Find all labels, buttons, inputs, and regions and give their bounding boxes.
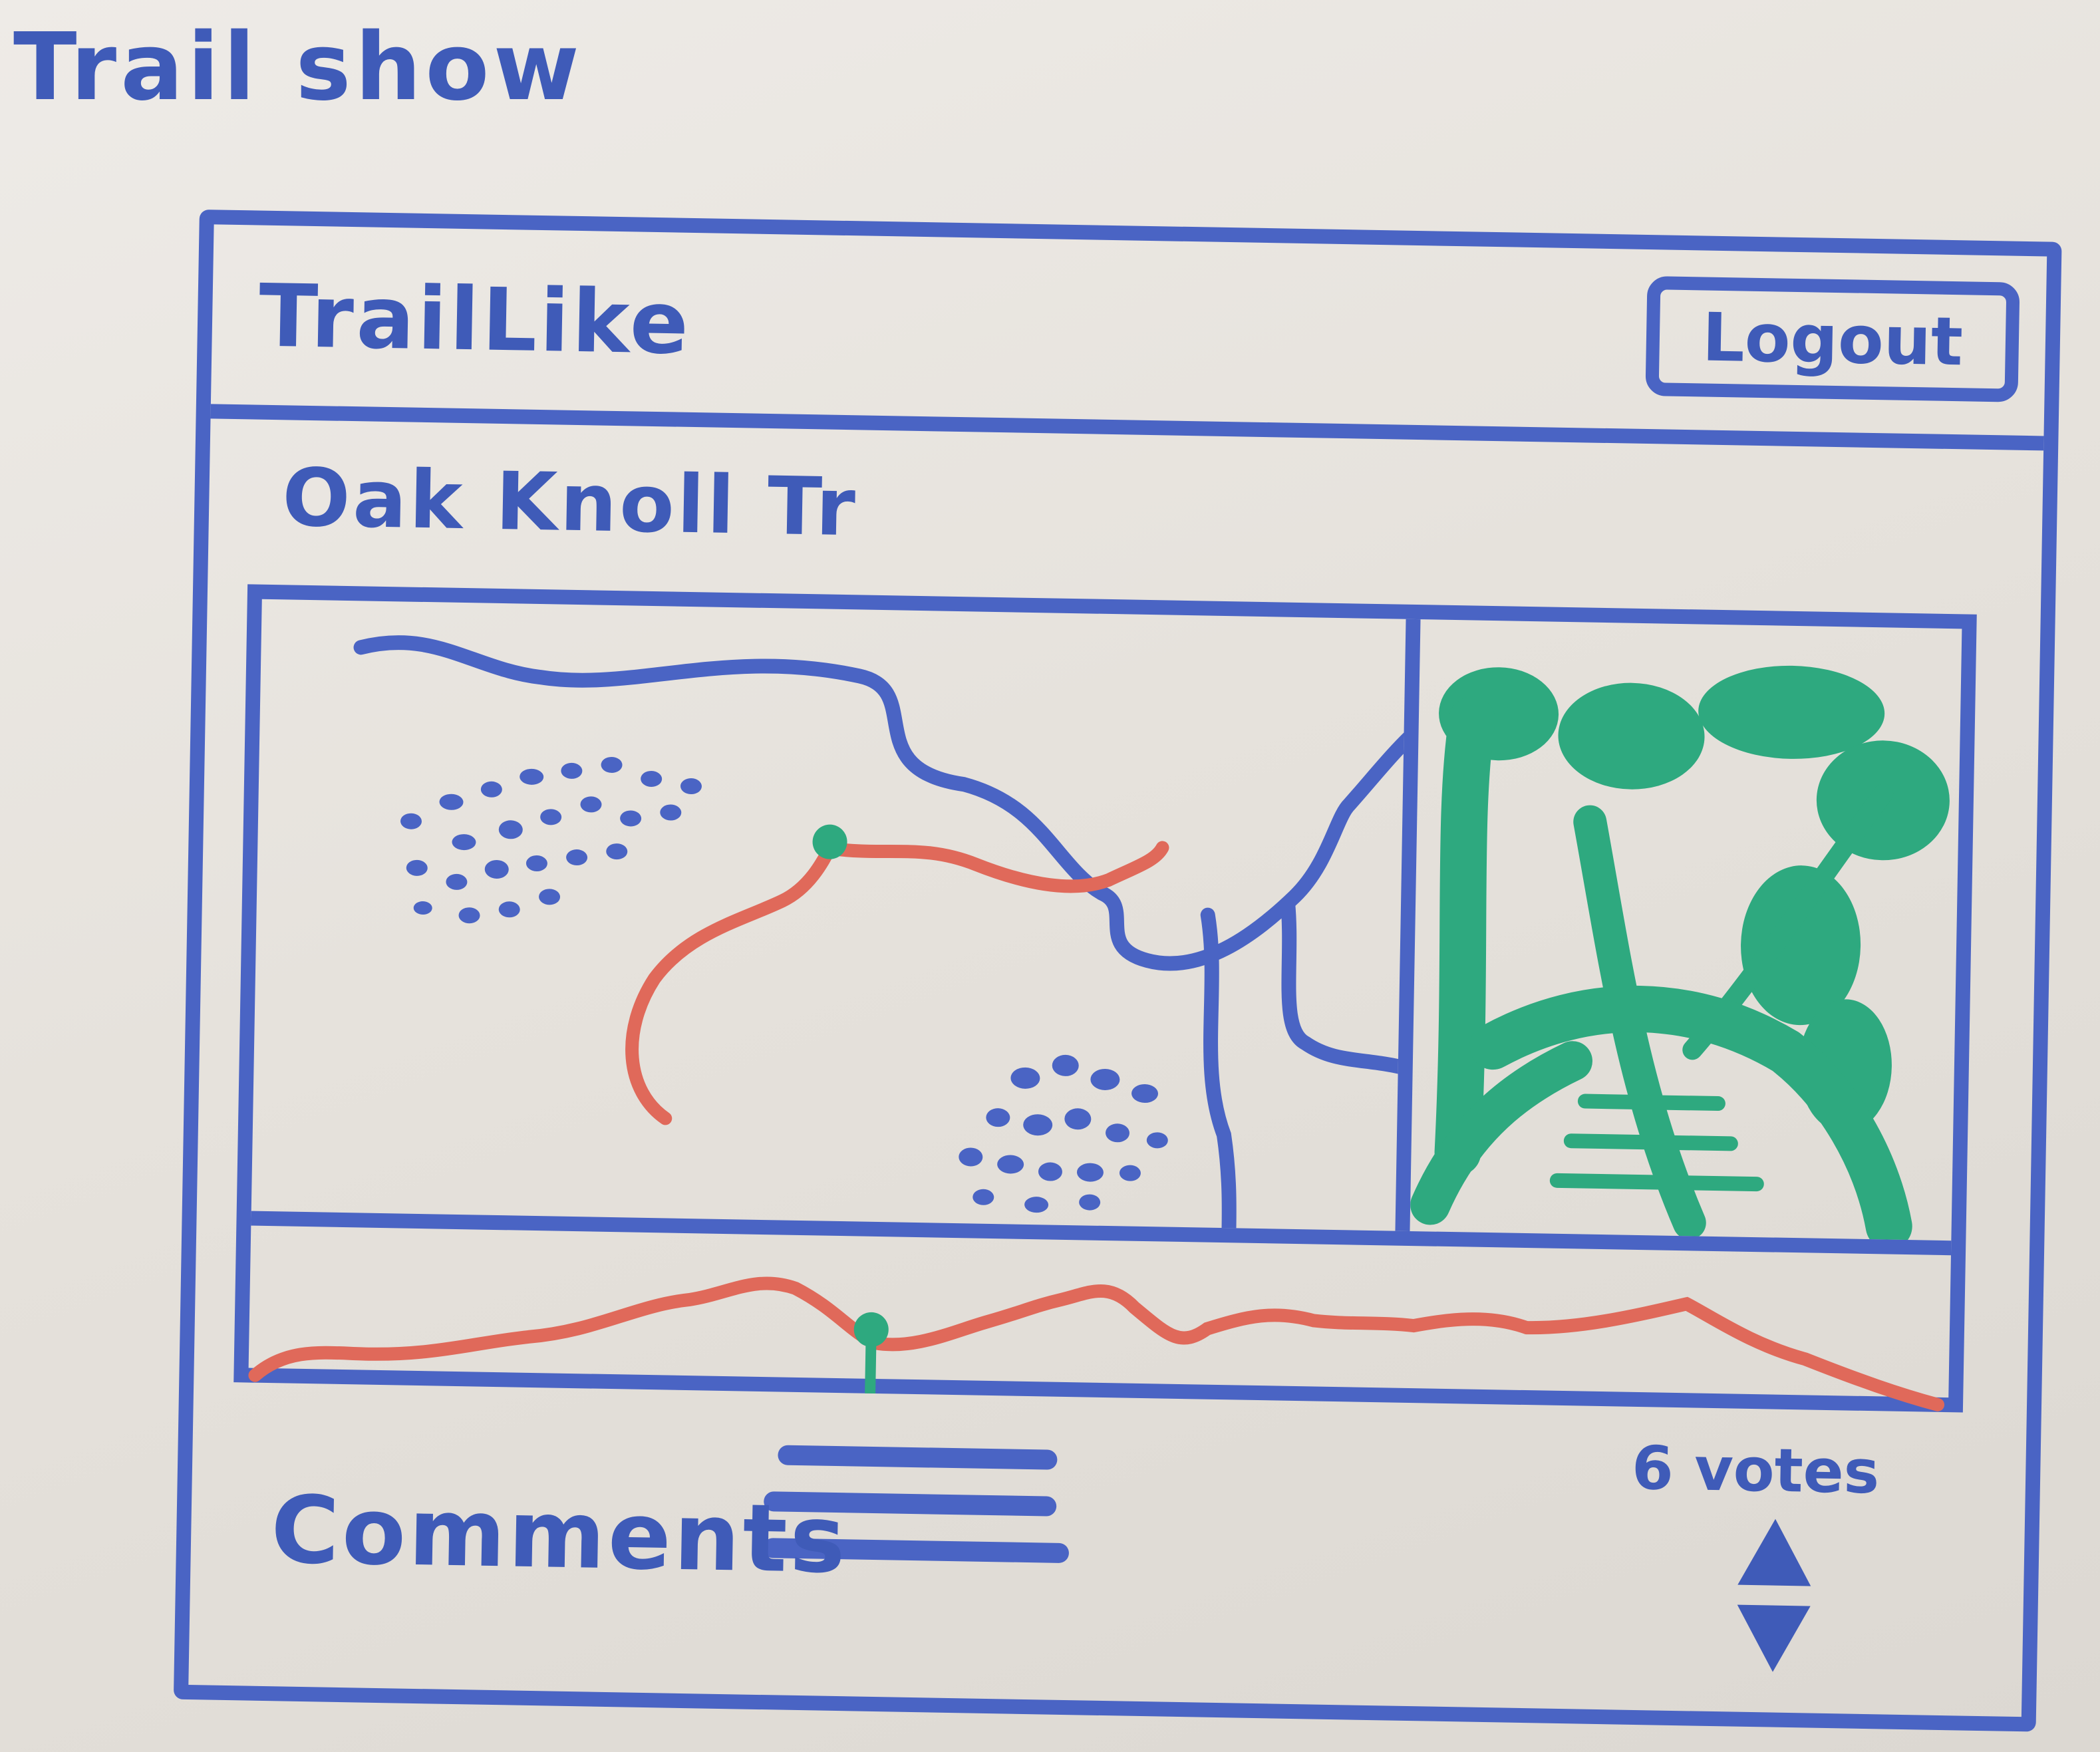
position-marker-icon[interactable] <box>853 1312 889 1347</box>
elevation-profile[interactable] <box>248 1211 1952 1413</box>
path-steps <box>1549 1094 1764 1192</box>
app-window: TrailLike Logout Oak Knoll Tr <box>173 210 2062 1732</box>
triangle-up-icon[interactable] <box>1737 1518 1812 1586</box>
river-line <box>353 635 1406 971</box>
votes-count: 6 votes <box>1631 1433 1880 1508</box>
sketch-title: Trail show <box>13 13 583 122</box>
path-arch <box>1410 1041 1592 1225</box>
logout-button[interactable]: Logout <box>1645 276 2020 402</box>
road-line <box>1200 907 1243 1231</box>
position-indicator <box>865 1337 877 1401</box>
trail-media-panel <box>233 584 1977 1413</box>
trail-route[interactable] <box>625 839 1169 1127</box>
forest-cluster <box>400 756 702 924</box>
road-line <box>1280 895 1406 1094</box>
trail-title: Oak Knoll Tr <box>281 452 859 555</box>
trail-map[interactable] <box>251 599 1421 1231</box>
path-arch <box>1469 985 1912 1241</box>
tree-trunk <box>1434 696 1495 1176</box>
trail-photo[interactable] <box>1410 619 1962 1241</box>
elevation-drawing <box>248 1276 1945 1411</box>
elevation-line <box>248 1276 1945 1411</box>
triangle-down-icon[interactable] <box>1735 1604 1811 1673</box>
app-logo-text[interactable]: TrailLike <box>257 265 692 374</box>
trail-photo-drawing <box>1410 665 1950 1241</box>
header-bar: TrailLike Logout <box>210 224 2047 451</box>
comments-heading: Comments <box>269 1476 849 1595</box>
forest-cluster <box>959 1054 1168 1213</box>
comment-line <box>778 1445 1058 1470</box>
map-drawing <box>353 635 1406 1231</box>
position-marker-icon <box>812 824 847 859</box>
